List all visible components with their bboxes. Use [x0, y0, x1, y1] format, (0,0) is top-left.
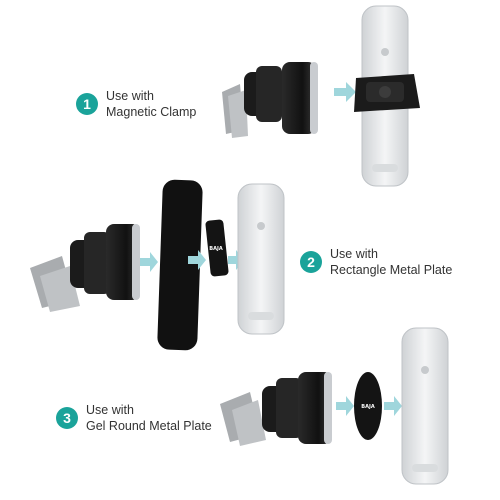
row-3-round-plate: BAJA: [354, 372, 382, 440]
step-2-line1: Use with: [330, 247, 378, 261]
step-1-line2: Magnetic Clamp: [106, 105, 197, 119]
step-3-label: Use with Gel Round Metal Plate: [86, 402, 212, 434]
step-2-badge: 2: [300, 251, 322, 273]
step-3-line2: Gel Round Metal Plate: [86, 419, 212, 433]
brand-logo-round: BAJA: [361, 404, 375, 410]
row-1-arrow: [334, 82, 356, 102]
step-1-line1: Use with: [106, 89, 154, 103]
row-2-vent-mount: [30, 224, 140, 312]
step-2: 2 Use with Rectangle Metal Plate: [300, 246, 452, 278]
brand-logo-rect: BAJA: [209, 246, 223, 252]
step-2-label: Use with Rectangle Metal Plate: [330, 246, 452, 278]
row-3-arrow-2: [384, 396, 402, 416]
step-3-line1: Use with: [86, 403, 134, 417]
step-1: 1 Use with Magnetic Clamp: [76, 88, 196, 120]
step-3: 3 Use with Gel Round Metal Plate: [56, 402, 212, 434]
row-3-arrow-1: [336, 396, 354, 416]
row-1-vent-mount: [222, 62, 318, 138]
row-2-arrow-2: [188, 250, 206, 270]
step-3-badge: 3: [56, 407, 78, 429]
step-1-label: Use with Magnetic Clamp: [106, 88, 196, 120]
row-2-arrow-1: [140, 252, 158, 272]
row-3-vent-mount: [220, 372, 332, 446]
step-1-badge: 1: [76, 93, 98, 115]
row-3-phone: [401, 327, 449, 485]
row-2-phone: [237, 183, 285, 335]
row-2-phone-case-back: [157, 179, 203, 351]
step-2-line2: Rectangle Metal Plate: [330, 263, 453, 277]
row-2-rectangle-plate: BAJA: [205, 219, 229, 277]
row-1-phone-with-clamp: [354, 5, 420, 187]
